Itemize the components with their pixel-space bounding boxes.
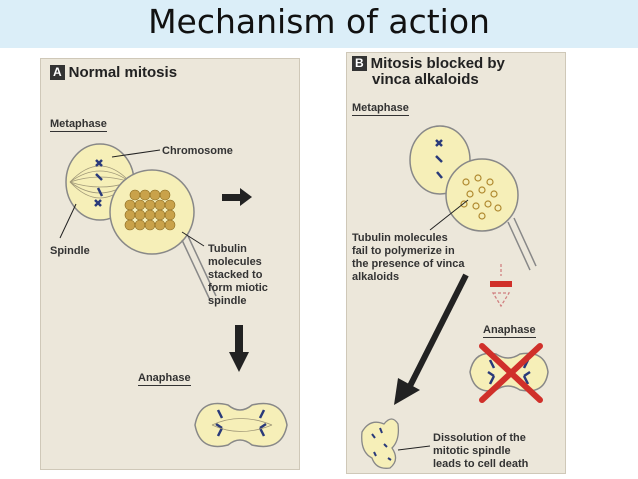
panel-b-badge: B bbox=[352, 56, 367, 71]
tubulin-label-1: Tubulin bbox=[208, 243, 247, 255]
panel-a-title-text: Normal mitosis bbox=[68, 64, 178, 81]
dashed-arrow-b bbox=[491, 264, 511, 308]
arrow-down-a bbox=[229, 325, 249, 372]
panel-normal-mitosis bbox=[40, 58, 300, 470]
fail-label-3: the presence of vinca bbox=[352, 258, 465, 270]
spindle-label: Spindle bbox=[50, 245, 90, 257]
arrow-diagonal-b bbox=[394, 273, 469, 405]
tubulin-label-5: spindle bbox=[208, 295, 247, 307]
fail-label-4: alkaloids bbox=[352, 271, 400, 283]
panel-a-badge: A bbox=[50, 65, 65, 80]
metaphase-label-b: Metaphase bbox=[352, 102, 409, 116]
panel-mitosis-blocked bbox=[346, 52, 566, 474]
fail-label-2: fail to polymerize in bbox=[352, 245, 455, 257]
dissolution-label-1: Dissolution of the bbox=[433, 432, 526, 444]
anaphase-label-a: Anaphase bbox=[138, 372, 191, 386]
block-bar bbox=[490, 281, 512, 287]
tubulin-label-4: form miotic bbox=[208, 282, 268, 294]
anaphase-cell-a bbox=[194, 402, 288, 448]
tubulin-label-3: stacked to bbox=[208, 269, 263, 281]
title-bar bbox=[0, 0, 638, 48]
panel-b-title-line-1: Mitosis blocked by bbox=[370, 55, 505, 72]
metaphase-label-a: Metaphase bbox=[50, 118, 107, 132]
slide-title: Mechanism of action bbox=[148, 2, 490, 41]
anaphase-label-b: Anaphase bbox=[483, 324, 536, 338]
dissolution-label-2: mitotic spindle bbox=[433, 445, 511, 457]
tubulin-magnified-circle-a bbox=[109, 169, 217, 301]
dissolved-cell-b bbox=[361, 418, 400, 469]
tubulin-magnified-circle-b bbox=[445, 158, 537, 271]
chromosome-label: Chromosome bbox=[162, 145, 233, 157]
fail-label-1: Tubulin molecules bbox=[352, 232, 448, 244]
arrow-right-a bbox=[222, 188, 252, 206]
dissolution-label-3: leads to cell death bbox=[433, 458, 529, 470]
red-x-icon bbox=[479, 343, 543, 403]
tubulin-label-2: molecules bbox=[208, 256, 262, 268]
panel-b-title-line-2: vinca alkaloids bbox=[372, 71, 479, 88]
